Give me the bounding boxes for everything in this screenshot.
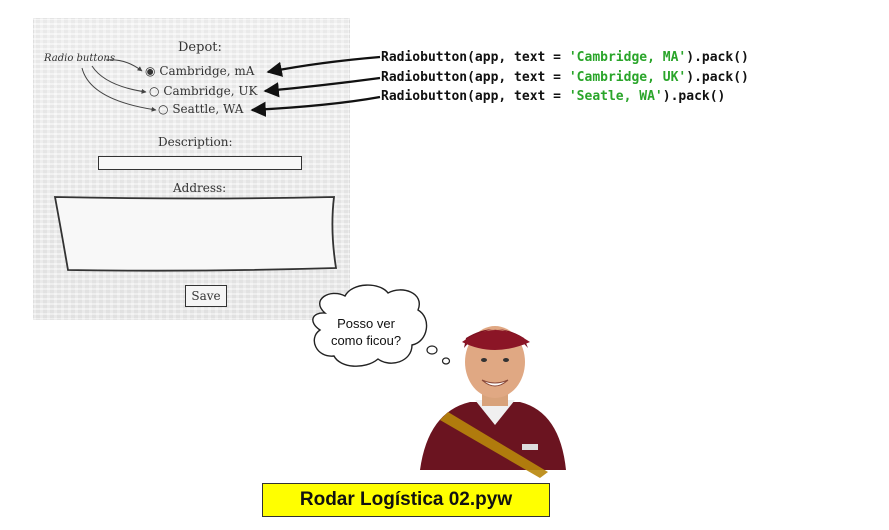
code-text: ).pack() xyxy=(686,50,749,65)
annotation-arrow xyxy=(81,67,157,112)
code-arrow xyxy=(266,55,381,77)
code-line: Radiobutton(app, text = 'Cambridge, MA')… xyxy=(381,50,749,65)
sketch-radio-label: Seattle, WA xyxy=(172,102,244,116)
code-string: 'Seatle, WA' xyxy=(568,89,663,104)
code-arrow xyxy=(263,76,381,98)
address-label: Address: xyxy=(173,181,227,195)
code-string: 'Cambridge, UK' xyxy=(568,70,687,85)
description-label: Description: xyxy=(158,135,233,149)
sketch-save-button: Save xyxy=(185,285,227,307)
thought-dot xyxy=(426,345,438,355)
radio-annotation: Radio buttons xyxy=(44,53,115,64)
thought-line: Posso ver xyxy=(337,316,395,331)
sketch-radio-option: ○ Seattle, WA xyxy=(158,102,243,116)
annotation-arrow xyxy=(105,59,143,72)
radio-empty-icon: ○ xyxy=(149,84,160,98)
sketch-radio-label: Cambridge, UK xyxy=(163,84,258,98)
annotation-arrow xyxy=(91,65,147,94)
sketch-radio-option: ○ Cambridge, UK xyxy=(149,84,257,98)
code-text: ).pack() xyxy=(662,89,726,104)
code-text: Radiobutton(app, text = xyxy=(381,89,569,104)
code-arrow xyxy=(250,95,381,117)
code-text: ).pack() xyxy=(686,70,749,85)
run-script-label: Rodar Logística 02.pyw xyxy=(262,483,550,517)
radio-selected-icon: ◉ xyxy=(145,64,156,78)
code-text: Radiobutton(app, text = xyxy=(381,50,569,65)
delivery-person xyxy=(420,326,566,478)
sketch-radio-option: ◉ Cambridge, mA xyxy=(145,64,254,78)
thought-dot xyxy=(441,357,451,365)
thought-line: como ficou? xyxy=(330,333,402,348)
sketch-address-box xyxy=(53,196,338,272)
sketch-description-field xyxy=(98,156,302,170)
code-line: Radiobutton(app, text = 'Cambridge, UK')… xyxy=(381,70,749,85)
radio-empty-icon: ○ xyxy=(158,102,169,116)
code-string: 'Cambridge, MA' xyxy=(568,50,687,65)
code-line: Radiobutton(app, text = 'Seatle, WA').pa… xyxy=(381,89,725,104)
depot-label: Depot: xyxy=(178,40,222,55)
sketch-radio-label: Cambridge, mA xyxy=(159,64,255,78)
thought-bubble-text: Posso ver como ficou? xyxy=(314,315,418,349)
code-text: Radiobutton(app, text = xyxy=(381,70,569,85)
thought-bubble xyxy=(312,284,428,367)
